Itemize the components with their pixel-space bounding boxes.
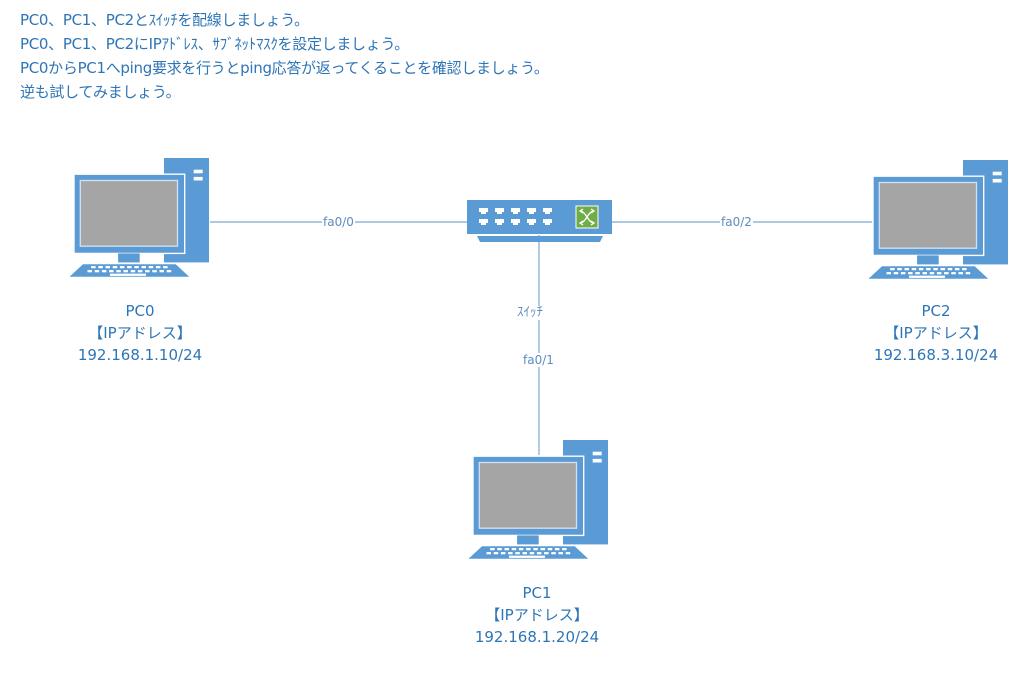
port-label-fa0-2: fa0/2 (720, 215, 753, 229)
pc0-ip-heading: 【IPアドレス】 (88, 324, 192, 342)
network-switch-icon[interactable] (467, 200, 612, 242)
pc2-label: PC2 【IPアドレス】 192.168.3.10/24 (856, 300, 1016, 366)
pc0-ip-address: 192.168.1.10/24 (77, 346, 203, 364)
pc0-desktop-pc-icon[interactable] (68, 157, 210, 278)
pc1-desktop-pc-icon[interactable] (467, 439, 609, 560)
instruction-line: PC0、PC1、PC2にIPｱﾄﾞﾚｽ、ｻﾌﾞﾈｯﾄﾏｽｸを設定しましょう。 (20, 35, 409, 53)
switch-label: ｽｲｯﾁ (516, 305, 544, 320)
port-label-fa0-1: fa0/1 (522, 353, 555, 367)
pc0-label: PC0 【IPアドレス】 192.168.1.10/24 (60, 300, 220, 366)
pc1-name: PC1 (522, 584, 552, 602)
pc2-desktop-pc-icon[interactable] (867, 159, 1009, 280)
pc0-name: PC0 (125, 302, 155, 320)
pc1-label: PC1 【IPアドレス】 192.168.1.20/24 (457, 582, 617, 648)
instruction-line: 逆も試してみましょう。 (20, 83, 181, 101)
pc2-name: PC2 (921, 302, 951, 320)
instruction-line: PC0からPC1へping要求を行うとping応答が返ってくることを確認しましょ… (20, 59, 549, 77)
instructions: PC0、PC1、PC2とｽｲｯﾁを配線しましょう。 PC0、PC1、PC2にIP… (20, 8, 549, 104)
pc2-ip-address: 192.168.3.10/24 (873, 346, 999, 364)
instruction-line: PC0、PC1、PC2とｽｲｯﾁを配線しましょう。 (20, 11, 309, 29)
pc1-ip-heading: 【IPアドレス】 (485, 606, 589, 624)
pc2-ip-heading: 【IPアドレス】 (884, 324, 988, 342)
port-label-fa0-0: fa0/0 (322, 215, 355, 229)
pc1-ip-address: 192.168.1.20/24 (474, 628, 600, 646)
